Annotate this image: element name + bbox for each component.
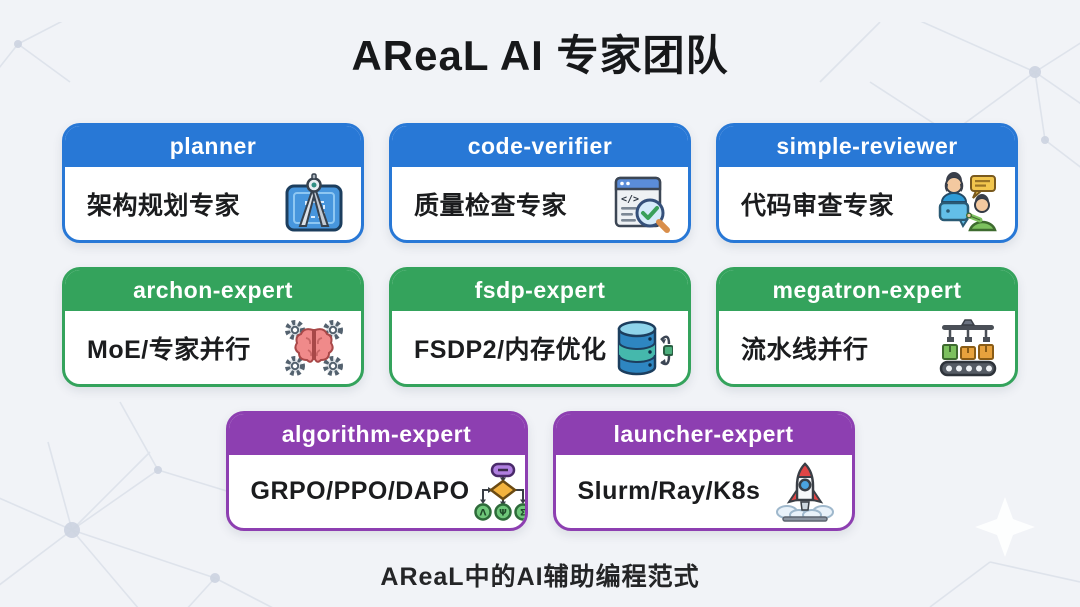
code-review-magnifier-icon: </> (608, 171, 674, 237)
card-label: 质量检查专家 (414, 191, 568, 220)
card-header: megatron-expert (719, 270, 1015, 311)
card-megatron-expert: megatron-expert 流水线并行 (716, 267, 1018, 387)
card-title: planner (169, 133, 257, 159)
svg-text:Λ: Λ (479, 508, 486, 518)
blueprint-compass-icon (281, 171, 347, 237)
card-body: 代码审查专家 (719, 167, 1015, 240)
people-discussion-icon (935, 171, 1001, 237)
card-label: GRPO/PPO/DAPO (250, 477, 470, 505)
card-label: Slurm/Ray/K8s (577, 477, 761, 505)
card-header: planner (65, 126, 361, 167)
card-label: 流水线并行 (741, 335, 869, 364)
card-planner: planner 架构规划专家 (62, 123, 364, 243)
card-body: MoE/专家并行 (65, 311, 361, 384)
card-body: GRPO/PPO/DAPO Λ Ψ Σ (229, 455, 525, 528)
card-body: 流水线并行 (719, 311, 1015, 384)
card-header: fsdp-expert (392, 270, 688, 311)
card-code-verifier: code-verifier 质量检查专家 </> (389, 123, 691, 243)
cards-grid: planner 架构规划专家 code-verifier 质量检查专家 </> (35, 123, 1045, 531)
card-algorithm-expert: algorithm-expert GRPO/PPO/DAPO Λ Ψ Σ (225, 411, 528, 531)
card-title: simple-reviewer (776, 133, 958, 159)
card-title: megatron-expert (772, 277, 962, 303)
card-title: fsdp-expert (474, 277, 606, 303)
card-archon-expert: archon-expert MoE/专家并行 (62, 267, 364, 387)
card-header: launcher-expert (555, 414, 852, 455)
card-fsdp-expert: fsdp-expert FSDP2/内存优化 (389, 267, 691, 387)
card-label: 架构规划专家 (87, 191, 241, 220)
page-title: AReaL AI 专家团队 (351, 32, 729, 79)
card-label: FSDP2/内存优化 (414, 335, 607, 364)
svg-text:</>: </> (621, 194, 639, 205)
svg-text:Ψ: Ψ (499, 508, 507, 518)
card-title: algorithm-expert (281, 421, 472, 447)
page-caption: AReaL中的AI辅助编程范式 (380, 563, 700, 591)
card-simple-reviewer: simple-reviewer 代码审查专家 (716, 123, 1018, 243)
rocket-launch-icon (772, 459, 838, 525)
card-header: code-verifier (392, 126, 688, 167)
card-launcher-expert: launcher-expert Slurm/Ray/K8s (552, 411, 855, 531)
card-body: FSDP2/内存优化 (392, 311, 688, 384)
database-sync-icon (608, 315, 674, 381)
svg-text:Σ: Σ (519, 508, 525, 518)
card-body: 架构规划专家 (65, 167, 361, 240)
card-label: MoE/专家并行 (87, 335, 251, 364)
conveyor-belt-icon (935, 315, 1001, 381)
card-header: algorithm-expert (228, 414, 525, 455)
card-body: Slurm/Ray/K8s (556, 455, 852, 528)
card-title: code-verifier (467, 133, 613, 159)
card-title: launcher-expert (613, 421, 794, 447)
card-header: simple-reviewer (719, 126, 1015, 167)
card-body: 质量检查专家 </> (392, 167, 688, 240)
flowchart-icon: Λ Ψ Σ (470, 459, 525, 525)
card-title: archon-expert (133, 277, 293, 303)
card-label: 代码审查专家 (741, 191, 895, 220)
card-header: archon-expert (65, 270, 361, 311)
brain-gears-icon (281, 315, 347, 381)
